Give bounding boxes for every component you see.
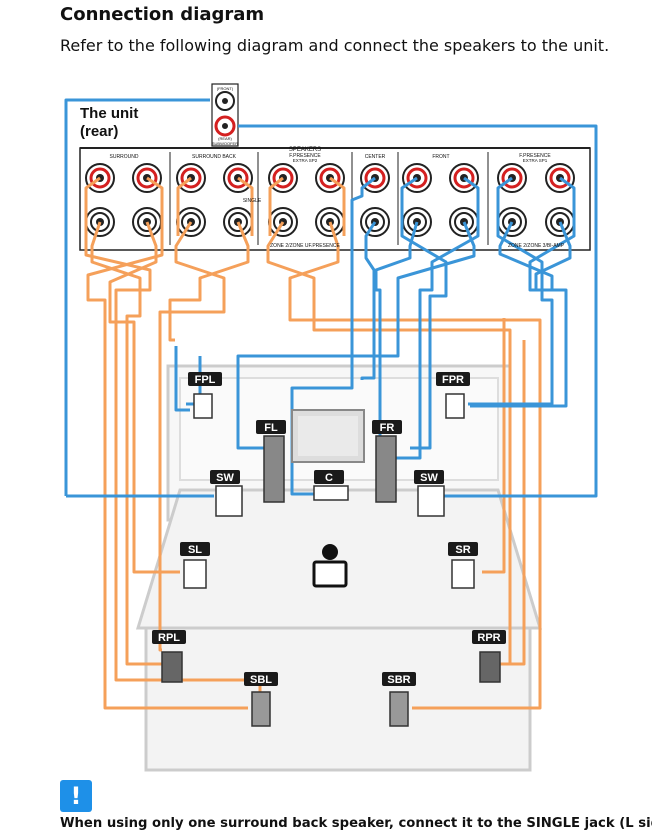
sbr-speaker bbox=[389, 691, 409, 727]
sr-speaker bbox=[451, 559, 475, 589]
subwoofer-label: SUBWOOFER bbox=[212, 141, 238, 146]
label-sbl: SBL bbox=[250, 674, 272, 686]
unit-labels: The unit (rear) (FRONT) (REAR) SUBWOOFER… bbox=[80, 86, 565, 249]
fl-speaker bbox=[263, 435, 285, 503]
center-label: CENTER bbox=[365, 154, 386, 160]
label-rpl: RPL bbox=[158, 632, 180, 644]
front-label: FRONT bbox=[432, 154, 449, 160]
zone2-biamp-label: ZONE 2/ZONE 3/BI-AMP bbox=[508, 243, 565, 249]
label-c: C bbox=[325, 472, 333, 484]
sbl-speaker bbox=[251, 691, 271, 727]
unit-sublabel: (rear) bbox=[80, 123, 118, 140]
zone2-presence-label: ZONE 2/ZONE UF.PRESENCE bbox=[270, 243, 340, 249]
fpl-speaker bbox=[193, 393, 213, 419]
rpl-speaker bbox=[161, 651, 183, 683]
page-subtitle: Refer to the following diagram and conne… bbox=[60, 36, 610, 55]
c-speaker bbox=[313, 485, 349, 501]
surround-back-label: SURROUND BACK bbox=[192, 154, 237, 160]
speakers-label: SPEAKERS bbox=[289, 147, 321, 153]
extra-sp2-label: EXTRA SP2 bbox=[293, 158, 318, 163]
fpresence-label: F.PRESENCE bbox=[519, 153, 551, 159]
label-sl: SL bbox=[188, 544, 202, 556]
sl-speaker bbox=[183, 559, 207, 589]
label-sr: SR bbox=[455, 544, 470, 556]
sw-left-speaker bbox=[215, 485, 243, 517]
label-fpr: FPR bbox=[442, 374, 464, 386]
unit-label: The unit bbox=[80, 105, 138, 122]
label-sw-right: SW bbox=[420, 472, 438, 484]
fr-speaker bbox=[375, 435, 397, 503]
label-rpr: RPR bbox=[477, 632, 500, 644]
orange-cables bbox=[84, 176, 542, 710]
speaker-labels: FPL FPR FL FR C SW SW SL SR RPL RPR SBL … bbox=[152, 372, 506, 686]
speaker-shapes bbox=[161, 393, 501, 727]
listener-icon bbox=[312, 544, 348, 588]
tv bbox=[291, 409, 365, 463]
subwoofer-rear-label: (REAR) bbox=[218, 136, 232, 141]
label-fpl: FPL bbox=[195, 374, 216, 386]
extra-sp1-label: EXTRA SP1 bbox=[523, 158, 548, 163]
label-sw-left: SW bbox=[216, 472, 234, 484]
rpr-speaker bbox=[479, 651, 501, 683]
single-label: SINGLE bbox=[243, 198, 262, 204]
surround-label: SURROUND bbox=[110, 154, 139, 160]
label-fr: FR bbox=[380, 422, 395, 434]
page-title: Connection diagram bbox=[60, 4, 265, 25]
warning-icon: ! bbox=[60, 780, 92, 812]
fpr-speaker bbox=[445, 393, 465, 419]
label-sbr: SBR bbox=[387, 674, 410, 686]
presence-label: F.PRESENCE bbox=[289, 153, 321, 159]
note-text: When using only one surround back speake… bbox=[60, 816, 652, 831]
label-fl: FL bbox=[264, 422, 278, 434]
sw-right-speaker bbox=[417, 485, 445, 517]
blue-cables bbox=[64, 98, 598, 498]
subwoofer-front-label: (FRONT) bbox=[217, 86, 234, 91]
